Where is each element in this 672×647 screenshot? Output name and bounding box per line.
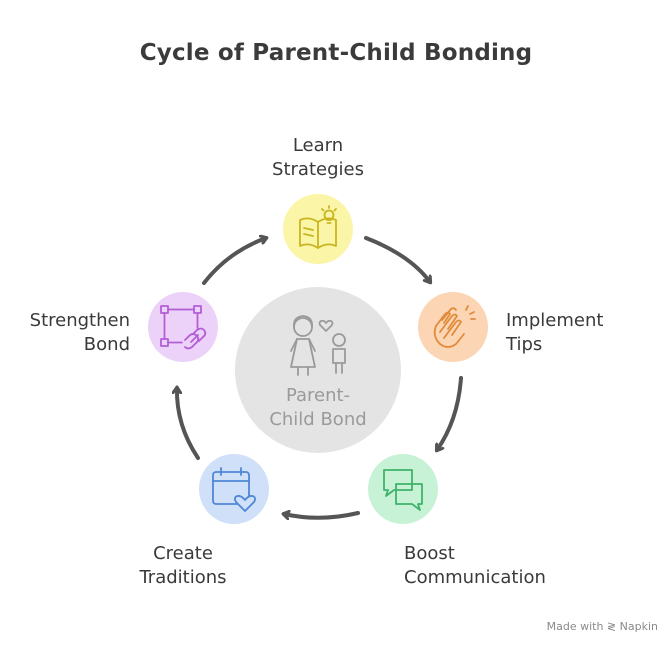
book-lightbulb-icon xyxy=(299,205,337,249)
step-label-strengthen-bond: Strengthen Bond xyxy=(29,310,130,355)
step-label-implement-tips: Implement Tips xyxy=(506,310,604,355)
step-node-create-traditions xyxy=(199,454,269,524)
center-circle xyxy=(235,287,401,453)
center-label: Parent- Child Bond xyxy=(235,384,401,432)
step-node-strengthen-bond xyxy=(148,292,218,362)
step-label-learn-strategies: Learn Strategies xyxy=(272,135,364,180)
link-square-icon xyxy=(160,305,207,350)
arrow-learn-to-implement xyxy=(364,236,430,282)
arrow-implement-to-boost xyxy=(437,376,463,450)
step-label-boost-communication: Boost Communication xyxy=(404,543,546,588)
step-node-learn-strategies xyxy=(283,194,353,264)
arrow-strengthen-to-learn xyxy=(202,238,266,285)
clapping-hands-icon xyxy=(433,305,476,348)
chat-bubbles-icon xyxy=(383,469,423,511)
diagram-title: Cycle of Parent-Child Bonding xyxy=(139,40,533,66)
center-label-line1: Parent- xyxy=(285,385,351,406)
napkin-watermark: Made with ≷ Napkin xyxy=(546,620,658,633)
arrow-create-to-strengthen xyxy=(177,388,200,460)
arrow-boost-to-create xyxy=(284,513,360,518)
step-label-create-traditions: Create Traditions xyxy=(139,543,227,588)
parent-child-icon xyxy=(290,315,346,376)
center-label-line2: Child Bond xyxy=(269,409,367,430)
step-node-boost-communication xyxy=(368,454,438,524)
step-node-implement-tips xyxy=(418,292,488,362)
calendar-heart-icon xyxy=(212,467,256,512)
